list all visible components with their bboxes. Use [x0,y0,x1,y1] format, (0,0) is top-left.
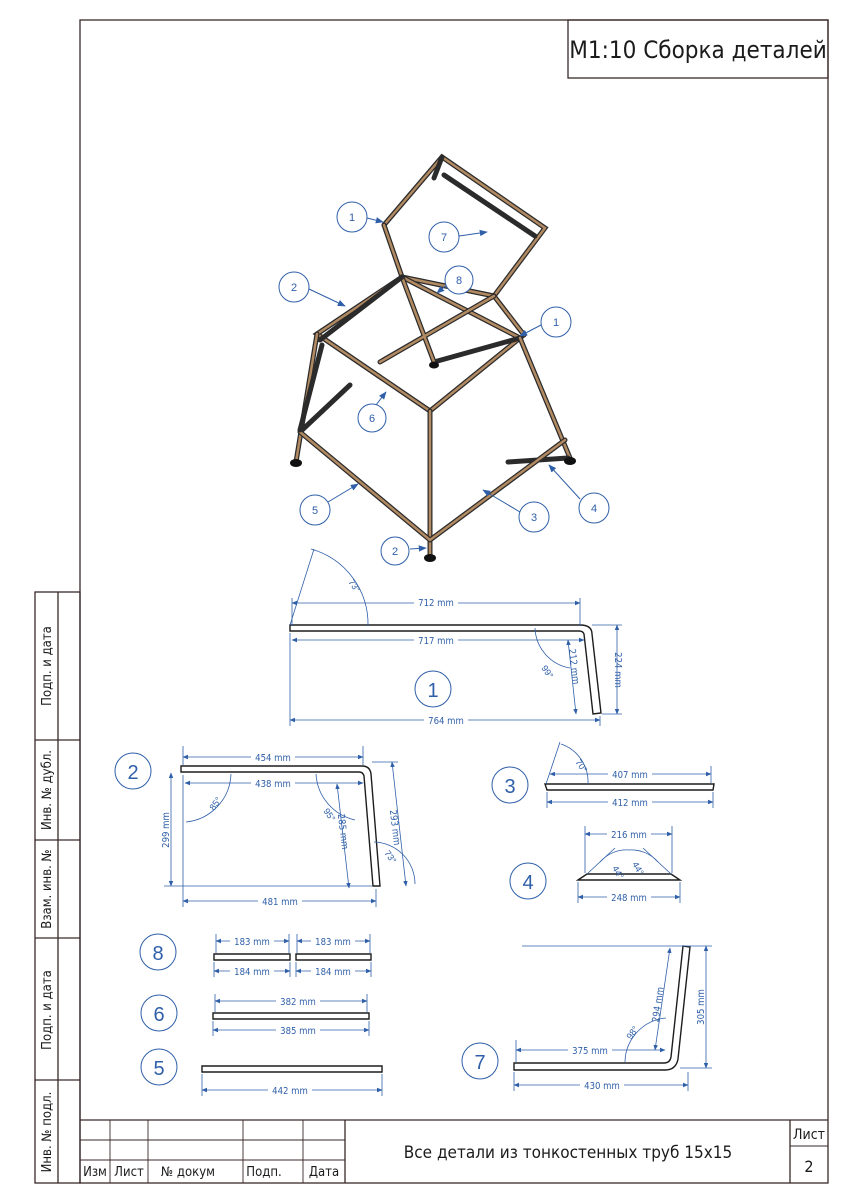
stamp-col-izm: Изм [83,1165,107,1180]
p6-number: 6 [153,1004,164,1026]
callout-5: 5 [299,483,359,526]
p8-dim-183-left: 183 mm [234,937,270,948]
part-2: 454 mm 438 mm 481 mm 299 mm 285 mm 293 m… [114,746,416,908]
svg-text:1: 1 [349,212,355,224]
p3-dim-412: 412 mm [612,798,648,809]
svg-text:7: 7 [441,232,447,244]
p8-number: 8 [152,943,163,965]
svg-text:5: 5 [312,505,318,517]
callout-2b: 2 [380,536,427,566]
stamp-col-data: Дата [309,1165,339,1180]
part-8: 183 mm 183 mm 184 mm 184 mm 8 [139,933,372,978]
svg-text:8: 8 [456,275,462,287]
p2-dim-285: 285 mm [335,813,350,850]
p2-dim-438: 438 mm [255,779,291,790]
p4-dim-248: 248 mm [611,893,647,904]
p5-dim-442: 442 mm [272,1086,308,1097]
part-7: 375 mm 430 mm 294 mm 305 mm 98° 7 [461,945,712,1092]
p1-dim-212: 212 mm [566,648,581,685]
stamp-sheet-label: Лист [793,1127,825,1143]
svg-text:3: 3 [531,512,537,524]
sheet-title: М1:10 Сборка деталей [569,36,827,64]
callout-1b: 1 [519,306,572,338]
p7-dim-375: 375 mm [572,1046,608,1057]
stamp-col-podp: Подп. [246,1165,281,1180]
p2-dim-299: 299 mm [161,812,172,848]
p2-dim-454: 454 mm [255,753,291,764]
title-box: М1:10 Сборка деталей [567,19,829,79]
callout-1a: 1 [336,201,384,233]
p5-number: 5 [153,1058,164,1080]
p4-dim-216: 216 mm [611,830,647,841]
p1-angle-99: 99° [539,663,555,680]
callout-6: 6 [357,391,387,433]
p2-angle-73: 73° [382,848,398,865]
side-label-vzam-inv: Взам. инв. № [40,849,55,928]
p2-angle-85: 85° [207,795,223,812]
part-6: 382 mm 385 mm 6 [140,994,370,1037]
stamp-sheet-number: 2 [804,1157,813,1176]
p1-dim-712: 712 mm [418,598,454,609]
p1-number: 1 [427,680,438,702]
svg-text:2: 2 [392,546,398,558]
p2-dim-293: 293 mm [387,809,402,846]
stamp-note: Все детали из тонкостенных труб 15x15 [404,1143,732,1163]
p4-number: 4 [522,872,533,894]
p2-angle-95: 95° [321,806,337,823]
part-4: 216 mm 248 mm 44° 44° 4 [509,826,683,904]
p2-number: 2 [127,762,138,784]
callout-4: 4 [548,464,610,524]
p8-dim-184-left: 184 mm [234,967,270,978]
svg-text:6: 6 [369,413,375,425]
chair-assembly [290,153,576,562]
side-label-inv-podl: Инв. № подл. [40,1092,55,1173]
svg-text:2: 2 [291,282,297,294]
stamp-col-dokum: № докум [161,1165,215,1180]
assembly-callouts: 1 7 2 8 1 6 5 [278,201,610,566]
side-label-podp-data-1: Подп. и дата [40,970,55,1050]
title-block: Изм Лист № докум Подп. Дата Все детали и… [80,1119,828,1183]
p7-number: 7 [474,1052,485,1074]
p8-dim-183-right: 183 mm [315,937,351,948]
side-label-podp-data-2: Подп. и дата [40,626,55,706]
p1-dim-224: 224 mm [612,652,623,688]
part-3: 407 mm 412 mm 70° 3 [491,741,715,809]
part-5: 442 mm 5 [140,1048,383,1097]
side-label-inv-dubl: Инв. № дубл. [40,750,55,830]
p7-dim-305: 305 mm [696,989,707,1025]
callout-2a: 2 [278,271,346,307]
p7-angle-98: 98° [624,1024,640,1041]
p6-dim-382: 382 mm [280,997,316,1008]
callout-7: 7 [428,221,488,253]
p7-dim-294: 294 mm [651,986,667,1023]
p1-dim-717: 717 mm [418,636,454,647]
part-1: 712 mm 717 mm 764 mm 212 mm 224 mm 73° 9… [289,548,623,727]
side-strip: Инв. № подл. Подп. и дата Взам. инв. № И… [34,591,81,1184]
p6-dim-385: 385 mm [280,1026,316,1037]
callout-3: 3 [482,489,550,533]
svg-text:4: 4 [591,503,597,515]
p1-dim-764: 764 mm [428,716,464,727]
p8-dim-184-right: 184 mm [315,967,351,978]
p3-number: 3 [504,776,515,798]
p3-dim-407: 407 mm [612,770,648,781]
callout-8: 8 [436,265,474,295]
p1-angle-73: 73° [346,577,362,594]
svg-text:1: 1 [553,317,559,329]
p2-dim-481: 481 mm [262,897,298,908]
stamp-col-list: Лист [114,1165,144,1180]
p7-dim-430: 430 mm [584,1081,620,1092]
